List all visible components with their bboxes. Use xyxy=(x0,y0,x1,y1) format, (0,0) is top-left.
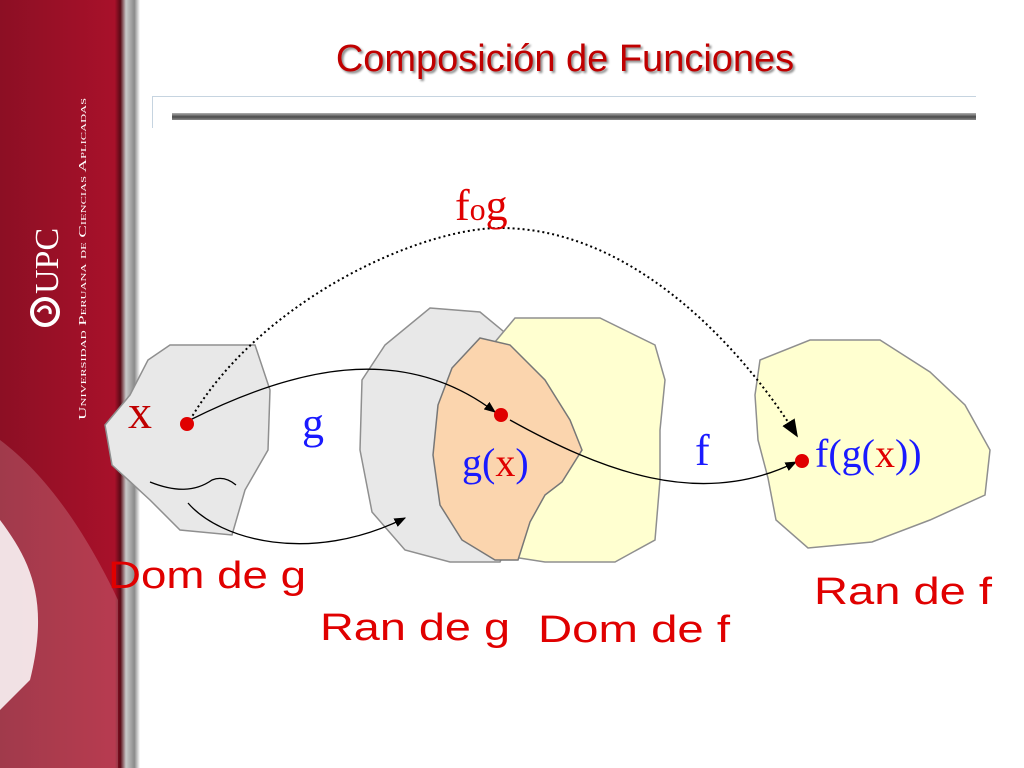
upc-logo-icon xyxy=(30,297,60,327)
upc-logo-text: UPC xyxy=(29,228,66,294)
gx-label: g(x) xyxy=(462,440,529,485)
title-rule xyxy=(152,96,976,97)
composition-label: fog xyxy=(455,181,508,230)
ran-f-blob xyxy=(754,339,991,549)
arrow-g xyxy=(189,368,496,421)
brand-sidebar: UPC Universidad Peruana de Ciencias Apli… xyxy=(0,0,140,768)
map-g-label: g xyxy=(302,399,324,448)
point-gx-dot xyxy=(494,408,508,422)
sidebar-swoosh xyxy=(0,440,118,768)
fgx-label: f(g(x)) xyxy=(815,431,922,476)
upc-logo: UPC xyxy=(29,228,66,327)
arrow-f xyxy=(509,419,798,485)
dom-g-label: Dom de g xyxy=(108,555,306,597)
dom-f-label: Dom de f xyxy=(538,609,731,651)
map-f-label: f xyxy=(695,426,710,475)
ran-f-label: Ran de f xyxy=(814,571,993,613)
dom-g-curve xyxy=(149,477,237,490)
sidebar-swoosh-light xyxy=(0,520,39,710)
point-x-label: x xyxy=(128,386,152,439)
intersection-blob xyxy=(432,337,583,561)
dom-g-blob xyxy=(104,344,271,536)
title-rule-tick xyxy=(152,96,153,128)
slide-title: Composición de Funciones xyxy=(335,38,795,80)
title-underline-bar xyxy=(172,113,976,120)
ran-g-label: Ran de g xyxy=(320,607,510,649)
composition-arc xyxy=(189,226,798,438)
point-x-dot xyxy=(180,417,194,431)
point-fgx-dot xyxy=(795,454,809,468)
university-name: Universidad Peruana de Ciencias Aplicada… xyxy=(78,98,89,420)
arrow-dom-to-ran xyxy=(187,502,407,545)
